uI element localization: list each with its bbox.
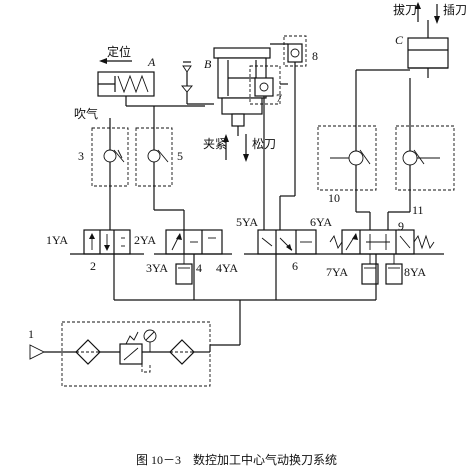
label-num-11: 11	[412, 203, 424, 217]
label-num-4: 4	[196, 261, 202, 275]
supply-lines	[113, 254, 377, 346]
cylinder-b	[213, 47, 271, 136]
label-8ya: 8YA	[404, 265, 426, 279]
label-num-9: 9	[398, 219, 404, 233]
label-num-2: 2	[90, 259, 96, 273]
label-release: 松刀	[252, 137, 276, 151]
label-num-10: 10	[328, 191, 340, 205]
label-num-8: 8	[312, 49, 318, 63]
cylinder-a	[97, 71, 205, 107]
label-cylinder-c: C	[395, 33, 404, 47]
throttle-valve-3	[91, 127, 129, 187]
label-clamp: 夹紧	[203, 137, 227, 151]
valve-8	[270, 35, 307, 70]
label-2ya: 2YA	[134, 233, 156, 247]
label-1ya: 1YA	[46, 233, 68, 247]
throttle-valve-11	[395, 125, 455, 191]
release-arrow	[243, 134, 249, 162]
label-6ya: 6YA	[310, 215, 332, 229]
valve-4	[154, 229, 232, 285]
label-7ya: 7YA	[326, 265, 348, 279]
label-num-1: 1	[28, 327, 34, 341]
valve-6	[244, 229, 330, 255]
valve-2	[70, 229, 144, 255]
label-cylinder-b: B	[204, 57, 212, 71]
upper-pipes	[109, 69, 411, 230]
valve-9	[329, 229, 444, 285]
label-pull-tool: 拔刀	[393, 2, 417, 17]
label-num-6: 6	[292, 259, 298, 273]
label-5ya: 5YA	[236, 215, 258, 229]
throttle-valve-10	[317, 125, 377, 191]
label-cylinder-a: A	[147, 55, 156, 69]
figure-caption: 图 10－3 数控加工中心气动换刀系统	[136, 452, 337, 467]
frl-unit	[29, 321, 211, 387]
clamp-arrow	[223, 134, 229, 160]
label-positioning: 定位	[107, 44, 131, 59]
positioning-arrow	[99, 58, 132, 64]
cylinder-c	[407, 20, 449, 78]
throttle-valve-5	[135, 127, 173, 187]
label-num-7: 7	[276, 91, 282, 105]
check-valve-b	[181, 61, 214, 105]
pull-tool-arrow	[415, 2, 421, 22]
label-num-5: 5	[177, 149, 183, 163]
label-insert-tool: 插刀	[443, 3, 467, 17]
label-blow: 吹气	[74, 106, 98, 121]
valve-7	[249, 65, 288, 105]
label-3ya: 3YA	[146, 261, 168, 275]
insert-tool-arrow	[434, 4, 440, 24]
label-num-3: 3	[78, 149, 84, 163]
label-4ya: 4YA	[216, 261, 238, 275]
